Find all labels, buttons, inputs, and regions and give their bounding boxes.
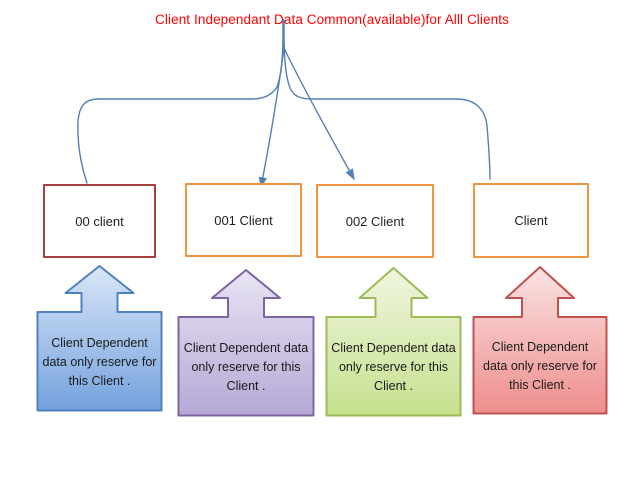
up-arrow-callout-shape — [325, 267, 462, 417]
client-box-00: 00 client — [43, 184, 156, 258]
up-arrow-callout-shape — [472, 266, 608, 415]
client-box-002: 002 Client — [316, 184, 434, 258]
callout-text: Client Dependent data only reserve for t… — [483, 339, 597, 392]
callout-client: Client Dependent data only reserve for t… — [472, 265, 608, 415]
client-box-label: Client — [514, 213, 548, 228]
connector-title-to-client3 — [283, 47, 355, 181]
callout-text: Client Dependent data only reserve for t… — [42, 335, 157, 388]
connector-title-to-client4 — [283, 19, 491, 180]
callout-client-002: Client Dependent data only reserve for t… — [325, 266, 462, 417]
client-box-label: 002 Client — [345, 213, 405, 229]
client-box-client: Client — [473, 183, 589, 258]
callout-client-001: Client Dependent data only reserve for t… — [177, 268, 315, 417]
client-box-001: 001 Client — [185, 183, 302, 257]
client-box-label: 00 client — [75, 213, 124, 229]
callout-client-00: Client Dependent data only reserve for t… — [36, 264, 163, 412]
connector-title-to-client2 — [258, 21, 285, 189]
callout-text: Client Dependent data only reserve for t… — [331, 340, 456, 393]
up-arrow-callout-shape — [177, 269, 315, 417]
up-arrow-callout-shape — [36, 265, 163, 412]
callout-text: Client Dependent data only reserve for t… — [183, 340, 309, 393]
connector-title-to-client1 — [77, 19, 284, 184]
client-box-label: 001 Client — [214, 212, 273, 228]
diagram-title: Client Independant Data Common(available… — [155, 12, 509, 27]
